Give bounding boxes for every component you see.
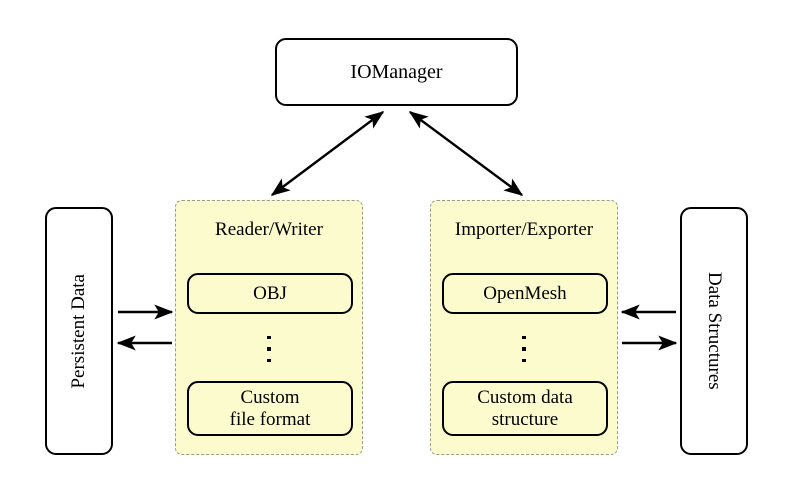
node-custom-file-format-label-line1: Custom <box>240 386 300 408</box>
node-custom-file-format-label-line2: file format <box>229 408 311 430</box>
arrow-importerexporter-iomanager <box>408 111 524 196</box>
node-obj[interactable]: OBJ <box>187 273 353 314</box>
node-data-structures-label: Data Structures <box>703 272 725 390</box>
group-importer-exporter-title: Importer/Exporter <box>454 219 594 240</box>
node-data-structures[interactable]: Data Structures <box>680 207 748 455</box>
node-custom-data-structure[interactable]: Custom data structure <box>442 381 608 436</box>
ellipsis-importer-exporter <box>522 336 526 362</box>
node-persistent-data-label: Persistent Data <box>68 273 90 389</box>
group-reader-writer[interactable]: Reader/Writer OBJ Custom file format <box>175 200 363 455</box>
node-custom-file-format[interactable]: Custom file format <box>187 381 353 436</box>
node-persistent-data[interactable]: Persistent Data <box>45 207 113 455</box>
node-iomanager-label: IOManager <box>350 60 443 83</box>
group-reader-writer-title: Reader/Writer <box>215 219 323 240</box>
node-openmesh-label: OpenMesh <box>483 282 567 304</box>
node-obj-label: OBJ <box>253 282 287 304</box>
node-custom-data-structure-label-line2: structure <box>491 408 559 430</box>
ellipsis-reader-writer <box>267 336 271 362</box>
node-iomanager[interactable]: IOManager <box>275 38 518 106</box>
node-custom-data-structure-label-line1: Custom data <box>477 386 573 408</box>
node-openmesh[interactable]: OpenMesh <box>442 273 608 314</box>
arrow-readerwriter-iomanager <box>270 111 385 196</box>
group-importer-exporter[interactable]: Importer/Exporter OpenMesh Custom data s… <box>430 200 618 455</box>
